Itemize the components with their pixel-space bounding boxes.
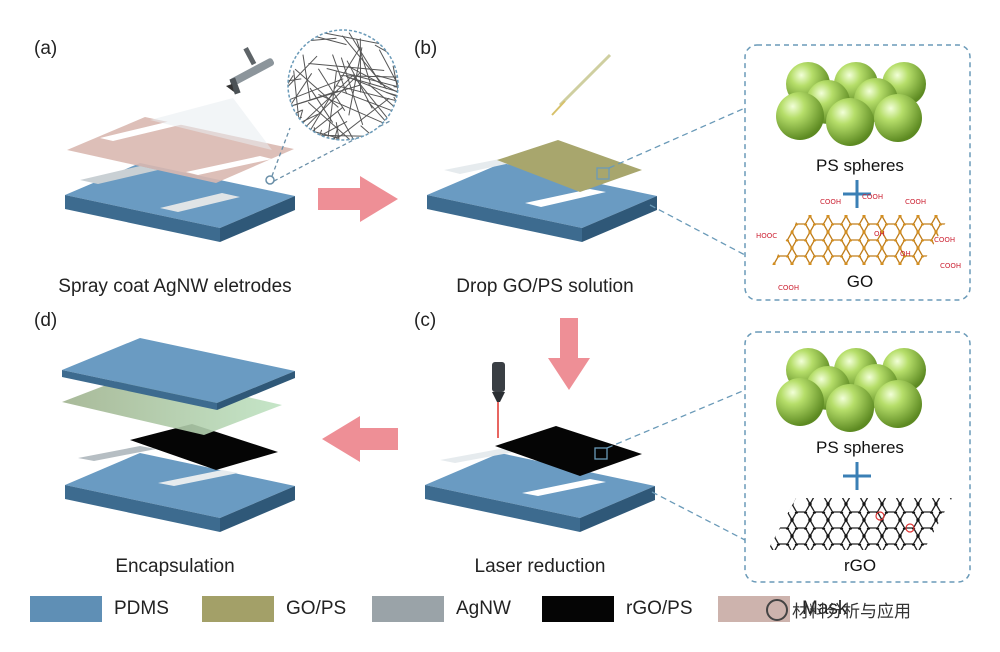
ps-spheres-label-top: PS spheres (816, 156, 904, 175)
panel-c-device (425, 362, 746, 541)
caption-b: Drop GO/PS solution (456, 276, 634, 297)
arrow-down (548, 318, 590, 390)
nanowire (306, 138, 317, 140)
nanowire (386, 92, 398, 107)
rgo-sheet-icon (768, 498, 952, 550)
nanowire (309, 87, 334, 123)
nanowire (393, 96, 398, 140)
legend-swatch (542, 596, 614, 622)
legend-swatch (30, 596, 102, 622)
nanowire (348, 47, 363, 116)
nanowire (301, 129, 323, 140)
caption-c: Laser reduction (474, 556, 606, 577)
nanowire (318, 93, 395, 129)
nanowire (288, 35, 308, 55)
watermark: 材料分析与应用 (766, 597, 911, 622)
panel-label-c: (c) (414, 310, 437, 331)
nanowire (323, 97, 390, 140)
panel-b-device (427, 53, 746, 256)
legend-label: PDMS (114, 598, 169, 619)
pipette-icon (558, 53, 612, 107)
wechat-icon (766, 598, 788, 621)
nanowire (360, 125, 398, 140)
rgo-ps-layer (495, 426, 642, 476)
watermark-text: 材料分析与应用 (792, 602, 911, 622)
nanowire (378, 49, 398, 108)
pdms-top-layer (62, 338, 295, 403)
nanowire (332, 54, 348, 95)
inset-rgo-ps (744, 331, 971, 583)
nanowire (326, 68, 398, 93)
panel-label-a: (a) (34, 38, 58, 59)
nanowire (288, 78, 344, 110)
nanowire (352, 78, 398, 107)
group-label: COOH (862, 193, 884, 201)
ps-spheres-icon (776, 348, 926, 432)
nanowire (376, 74, 398, 90)
legend-item-rgo-ps: rGO/PS (542, 596, 693, 622)
nanowire (288, 113, 318, 140)
group-label: COOH (940, 262, 962, 270)
panel-a-device (65, 29, 399, 242)
go-sheet-icon (772, 215, 950, 265)
nanowire (308, 62, 385, 71)
nanowire (288, 109, 304, 140)
nanowire (352, 74, 398, 140)
rgo-label: rGO (843, 556, 877, 575)
group-label: COOH (905, 198, 927, 206)
nanowire (313, 127, 320, 140)
nanowire (303, 120, 348, 140)
nanowire (293, 90, 339, 106)
nanowire (385, 134, 398, 140)
group-label: HOOC (756, 232, 778, 240)
group-label: COOH (778, 284, 800, 292)
nanowire (346, 60, 373, 109)
legend-swatch (202, 596, 274, 622)
arrow-right (318, 176, 398, 222)
ps-spheres-label-bottom: PS spheres (816, 438, 904, 457)
nanowire (347, 65, 398, 107)
legend-item-pdms: PDMS (30, 596, 169, 622)
panel-label-b: (b) (414, 38, 438, 59)
arrow-left (322, 416, 398, 462)
nanowire (307, 101, 372, 140)
panel-d-device (62, 338, 295, 532)
group-label: COOH (820, 198, 842, 206)
nanowire (340, 57, 364, 126)
nanowire (288, 78, 302, 87)
legend-label: Mask (802, 598, 848, 619)
legend-label: rGO/PS (626, 598, 693, 619)
group-label: OH (900, 250, 911, 258)
legend-swatch (372, 596, 444, 622)
airbrush-icon (226, 47, 275, 95)
caption-a: Spray coat AgNW eletrodes (58, 276, 292, 297)
go-label: GO (846, 272, 874, 291)
nanowire (333, 46, 361, 90)
legend-label: GO/PS (286, 598, 347, 619)
legend-item-go-ps: GO/PS (202, 596, 346, 622)
caption-d: Encapsulation (115, 556, 235, 577)
nanowire (393, 86, 398, 95)
legend-item-agnw: AgNW (372, 596, 511, 622)
panel-label-d: (d) (34, 310, 58, 331)
legend-label: AgNW (456, 598, 511, 619)
group-label: OH (874, 230, 885, 238)
laser-head-icon (492, 362, 505, 392)
nanowire (335, 122, 347, 140)
inset-go-ps (744, 44, 971, 301)
nanowire (341, 35, 387, 90)
group-label: COOH (934, 236, 956, 244)
ps-spheres-icon (776, 62, 926, 146)
nanowire (337, 111, 385, 140)
